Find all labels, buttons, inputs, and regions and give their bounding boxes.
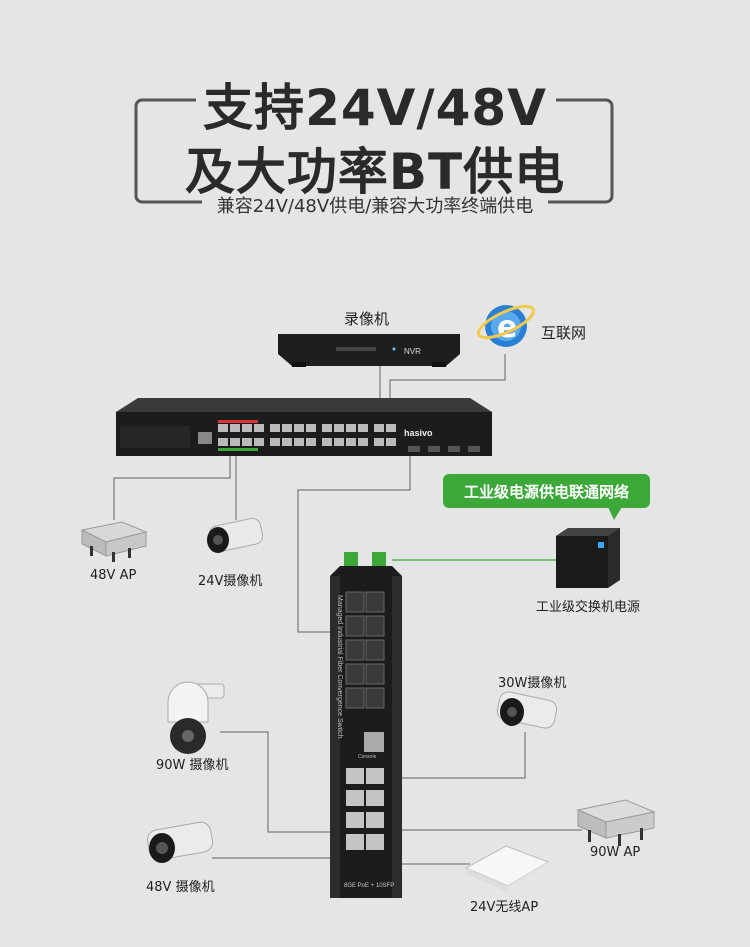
industrial-switch-bottom-text: 8GE PoE + 10SFP [344, 883, 394, 889]
power-supply-label: 工业级交换机电源 [536, 600, 641, 615]
ap-48v-icon [80, 521, 148, 562]
top-switch-brand: hasivo [404, 428, 433, 438]
power-callout: 工业级电源供电联通网络 [443, 474, 650, 508]
internet-label: 互联网 [541, 324, 587, 342]
power-supply-icon [556, 528, 620, 588]
camera-30w-icon [496, 691, 558, 729]
ap-90w-icon [576, 799, 656, 846]
camera-48v-icon [146, 821, 214, 863]
camera-24v-label: 24V摄像机 [198, 574, 263, 589]
industrial-switch-side-text: Managed Industrial Fiber Convergence Swi… [336, 595, 343, 739]
wireless-ap-icon [464, 845, 550, 892]
title-line-2: 及大功率BT供电 [184, 143, 566, 201]
internet-icon: e [476, 304, 536, 347]
wireless-ap-label: 24V无线AP [470, 900, 539, 915]
camera-48v-label: 48V 摄像机 [146, 880, 215, 895]
nvr-device [278, 334, 460, 367]
camera-90w-icon [167, 681, 225, 754]
nvr-label: 录像机 [344, 310, 390, 328]
svg-text:e: e [497, 310, 517, 345]
console-label: Console [358, 754, 377, 760]
camera-30w-label: 30W摄像机 [498, 676, 567, 691]
connection-lines [113, 354, 582, 865]
title-line-1: 支持24V/48V [203, 79, 547, 137]
camera-90w-label: 90W 摄像机 [156, 758, 229, 773]
header-frame [134, 98, 614, 204]
ap-48v-label: 48V AP [90, 568, 137, 583]
ap-90w-label: 90W AP [590, 845, 641, 860]
nvr-device-text: NVR [404, 347, 421, 356]
industrial-switch-device [330, 552, 402, 898]
subtitle: 兼容24V/48V供电/兼容大功率终端供电 [216, 196, 534, 217]
top-switch-device [116, 398, 492, 456]
camera-24v-icon [207, 517, 264, 553]
